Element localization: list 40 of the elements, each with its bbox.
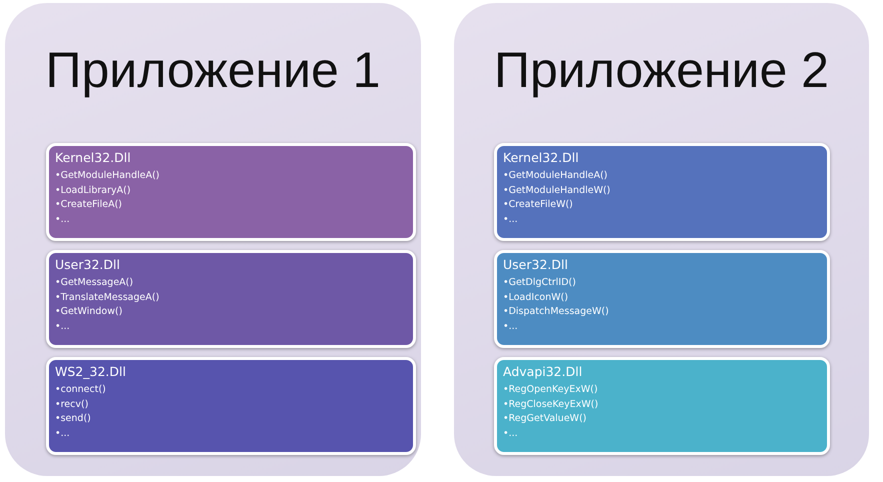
panel-title: Приложение 1 bbox=[44, 41, 382, 99]
function-item: •... bbox=[503, 320, 519, 334]
function-item: •GetModuleHandleW() bbox=[503, 184, 612, 198]
function-item: •... bbox=[503, 426, 519, 440]
function-item: •GetDlgCtrlID() bbox=[503, 276, 577, 290]
function-item: •... bbox=[55, 212, 71, 226]
function-item: •GetModuleHandleA() bbox=[55, 169, 160, 183]
dll-box bbox=[494, 357, 830, 455]
function-item: •DispatchMessageW() bbox=[503, 305, 610, 319]
dll-name: Kernel32.Dll bbox=[55, 150, 132, 166]
dll-box bbox=[46, 250, 416, 348]
dll-box bbox=[494, 250, 830, 348]
function-item: •RegGetValueW() bbox=[503, 412, 588, 426]
dll-name: Advapi32.Dll bbox=[503, 364, 584, 380]
function-item: •GetMessageA() bbox=[55, 276, 134, 290]
function-item: •LoadIconW() bbox=[503, 290, 570, 304]
application-panel bbox=[5, 3, 421, 476]
function-item: •GetWindow() bbox=[55, 305, 124, 319]
dll-box bbox=[46, 357, 416, 455]
function-item: •LoadLibraryA() bbox=[55, 184, 132, 198]
function-item: •... bbox=[55, 426, 71, 440]
function-item: •send() bbox=[55, 412, 92, 426]
dll-name: Kernel32.Dll bbox=[503, 150, 580, 166]
function-item: •CreateFileW() bbox=[503, 198, 574, 212]
dll-box bbox=[46, 143, 416, 241]
panel-title: Приложение 2 bbox=[493, 41, 830, 99]
function-item: •... bbox=[55, 320, 71, 334]
function-item: •RegOpenKeyExW() bbox=[503, 383, 599, 397]
dll-box bbox=[494, 143, 830, 241]
function-item: •connect() bbox=[55, 383, 107, 397]
function-item: •TranslateMessageA() bbox=[55, 290, 160, 304]
function-item: •RegCloseKeyExW() bbox=[503, 398, 600, 412]
dll-name: WS2_32.Dll bbox=[55, 364, 127, 380]
function-item: •GetModuleHandleA() bbox=[503, 169, 608, 183]
function-item: •... bbox=[503, 212, 519, 226]
dll-name: User32.Dll bbox=[55, 257, 121, 273]
function-item: •CreateFileA() bbox=[55, 198, 123, 212]
application-panel bbox=[454, 3, 869, 476]
function-item: •recv() bbox=[55, 398, 90, 412]
dll-name: User32.Dll bbox=[503, 257, 569, 273]
